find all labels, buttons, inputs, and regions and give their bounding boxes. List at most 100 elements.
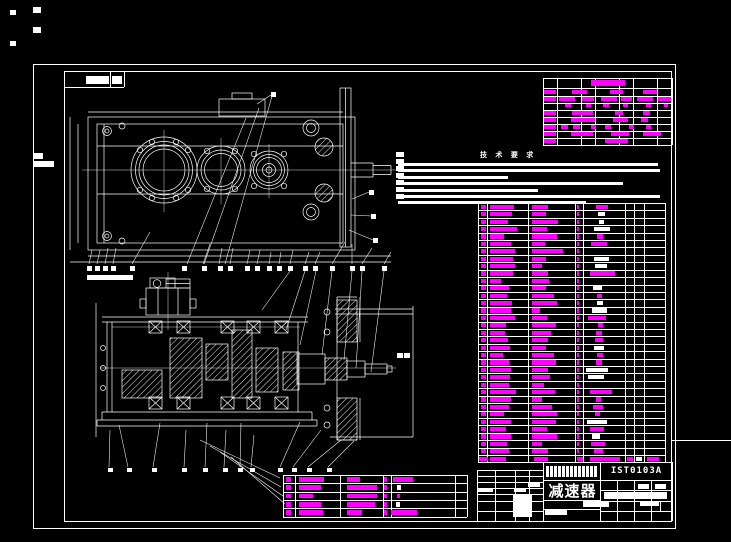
param-table-cell bbox=[637, 96, 653, 101]
bom-material bbox=[597, 301, 603, 306]
balloon-marker bbox=[238, 467, 243, 473]
bom-qty bbox=[576, 323, 579, 328]
bom-material bbox=[598, 212, 605, 217]
parts-name bbox=[299, 501, 321, 507]
balloon-marker bbox=[223, 467, 228, 473]
bom-material bbox=[598, 323, 603, 328]
grid-hline bbox=[477, 501, 543, 502]
bom-code bbox=[532, 345, 546, 350]
parts-grid-hline bbox=[283, 516, 467, 518]
bom-material bbox=[587, 419, 607, 424]
bom-code bbox=[532, 286, 546, 291]
bom-code bbox=[532, 234, 557, 239]
bom-seq bbox=[480, 360, 486, 365]
sheet-inner-frame bbox=[64, 71, 672, 522]
bom-qty bbox=[576, 212, 579, 217]
parts-code bbox=[347, 493, 377, 499]
param-table-cell bbox=[641, 117, 648, 122]
tech-req-line bbox=[398, 194, 660, 198]
bom-material bbox=[595, 412, 600, 417]
bom-name bbox=[490, 367, 511, 372]
dim-text-block bbox=[404, 353, 410, 358]
section-view-centerlines bbox=[100, 272, 396, 369]
bom-seq bbox=[480, 382, 486, 387]
parts-qty bbox=[384, 510, 387, 515]
balloon-marker bbox=[228, 266, 233, 271]
balloon-marker bbox=[267, 266, 272, 271]
grid-hline bbox=[477, 494, 543, 495]
bom-grid-hline bbox=[478, 306, 665, 308]
param-table-cell bbox=[610, 89, 623, 94]
bom-code bbox=[532, 315, 547, 321]
bom-material bbox=[591, 241, 607, 246]
grid-vline bbox=[660, 501, 661, 511]
bom-material bbox=[596, 397, 601, 402]
bom-code bbox=[532, 263, 542, 269]
bom-grid-hline bbox=[478, 351, 665, 353]
parts-qty bbox=[384, 485, 387, 491]
bom-grid-hline bbox=[478, 291, 665, 293]
dim-text-block bbox=[396, 159, 404, 164]
bom-qty bbox=[576, 219, 579, 224]
bom-seq bbox=[480, 375, 486, 380]
bom-qty bbox=[576, 382, 579, 387]
grid-hline bbox=[543, 137, 672, 139]
bom-grid-hline bbox=[478, 232, 665, 234]
grid-vline bbox=[633, 78, 634, 145]
param-table-cell bbox=[572, 89, 587, 94]
dim-text-block bbox=[397, 353, 403, 358]
balloon-marker bbox=[111, 266, 116, 271]
param-table-cell bbox=[646, 103, 651, 107]
leader-lines bbox=[88, 94, 392, 505]
signature-cell bbox=[514, 487, 526, 492]
bom-code bbox=[532, 308, 540, 313]
balloon-marker bbox=[278, 467, 283, 473]
bom-grid-hline bbox=[478, 388, 665, 390]
grid-hline bbox=[64, 87, 124, 88]
balloon-marker bbox=[292, 467, 297, 473]
bom-grid-hline bbox=[478, 395, 665, 397]
balloon-marker bbox=[255, 266, 260, 271]
param-table-cell bbox=[643, 110, 650, 115]
grid-vline bbox=[634, 480, 635, 521]
bom-qty bbox=[576, 241, 579, 246]
bom-grid-hline bbox=[478, 240, 665, 242]
bom-code bbox=[532, 323, 556, 328]
title-block-text-bar bbox=[640, 501, 659, 506]
bom-header-cell bbox=[534, 456, 548, 461]
bom-material bbox=[588, 315, 606, 321]
artifact-speck bbox=[10, 41, 16, 46]
dim-text-block bbox=[396, 166, 404, 171]
bom-code bbox=[532, 271, 548, 276]
parts-grid-vline bbox=[391, 475, 392, 517]
parts-name bbox=[299, 510, 323, 515]
drawing-number: IST0103A bbox=[610, 466, 663, 476]
bom-seq bbox=[480, 308, 486, 313]
drawing-title: 减速器 bbox=[548, 482, 597, 500]
bom-material bbox=[590, 271, 615, 276]
tech-req-line bbox=[398, 169, 660, 173]
balloon-marker bbox=[288, 266, 293, 271]
bom-seq bbox=[480, 338, 486, 343]
grid-vline bbox=[543, 78, 544, 145]
balloon-marker bbox=[203, 467, 208, 473]
bom-qty bbox=[576, 204, 579, 209]
bom-grid-hline bbox=[478, 462, 665, 463]
bom-name bbox=[490, 434, 511, 439]
grid-hline bbox=[543, 500, 600, 501]
parts-code bbox=[347, 477, 360, 482]
bom-code bbox=[532, 278, 549, 283]
grid-hline bbox=[64, 71, 124, 72]
bom-name bbox=[490, 419, 511, 424]
parts-grid-vline bbox=[340, 475, 341, 517]
bom-grid-hline bbox=[478, 447, 665, 449]
param-table-cell bbox=[572, 110, 593, 115]
param-table-cell bbox=[646, 124, 651, 129]
bom-name bbox=[490, 278, 501, 283]
balloon-marker bbox=[313, 266, 318, 271]
parts-seq bbox=[285, 501, 291, 507]
bom-grid-hline bbox=[478, 410, 665, 412]
grid-vline bbox=[672, 462, 673, 521]
